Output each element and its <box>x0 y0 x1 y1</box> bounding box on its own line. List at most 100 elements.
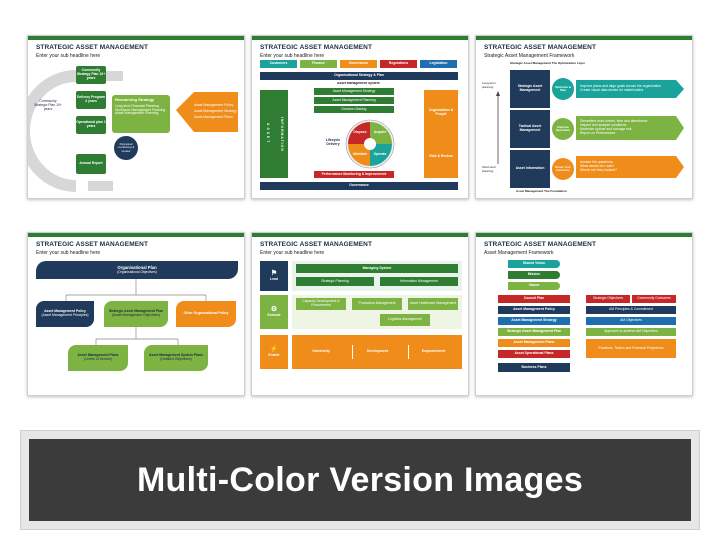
banner-text: Multi-Color Version Images <box>136 460 584 499</box>
stack-item: Asset Operational Plans <box>498 350 570 358</box>
enable-text: Enable <box>268 353 280 358</box>
bullet: Maximize uptime and manage risk <box>580 127 632 131</box>
org-plan-sub: (Organisational Objectives) <box>117 269 157 274</box>
lead-icon: ⚑ <box>270 270 278 278</box>
planning-arrow <box>496 91 500 164</box>
slide-subtitle: Enter your sub headline here <box>36 250 101 256</box>
am-plans-sub: (Levels of Service) <box>83 357 113 361</box>
bullets-1: Improve plans and align goals across the… <box>580 82 676 96</box>
bullet: Report on Performance <box>580 130 616 135</box>
bullet-arrows <box>576 80 684 178</box>
stack-item: Business Plans <box>498 363 570 372</box>
quad-operate: Operate <box>373 152 387 157</box>
layer-top: Strategic Asset Management The Optimizat… <box>510 62 585 65</box>
thumbnail-5[interactable]: STRATEGIC ASSET MANAGEMENT Enter your su… <box>251 232 469 396</box>
slide-subtitle: Enter your sub headline here <box>260 250 325 256</box>
org-plan-title: Organisational Plan <box>117 264 157 270</box>
tab-finance: Finance <box>300 60 337 68</box>
lead-label: ⚑ Lead <box>260 261 288 291</box>
side-box: AM Objectives <box>586 317 676 325</box>
circle-optimise: Optimise & Plan <box>552 78 574 100</box>
sam-plan-box: Strategic Asset Management Plan (Asset M… <box>104 301 168 327</box>
community-plan-box: Community Strategy Plan 10+ years <box>76 66 106 84</box>
lead-item: Strategic Planning <box>296 277 374 286</box>
tab-governance: Governance <box>340 60 377 68</box>
slide-title: STRATEGIC ASSET MANAGEMENT <box>36 44 149 51</box>
org-people-box: Organisation & People <box>424 90 458 135</box>
short-term-label: Short-term planning <box>482 166 497 173</box>
bullets-3: Answer the questions: What assets do I o… <box>580 158 676 176</box>
side-box: Strategic Objectives <box>586 295 630 303</box>
am-system-sub: (Detailed Objectives) <box>160 357 192 361</box>
sam-plan-sub: (Asset Management Objectives) <box>111 313 161 317</box>
asset-vertical: ASSET <box>260 90 274 178</box>
top-bar <box>28 233 244 237</box>
tab-regulations: Regulations <box>380 60 417 68</box>
side-box: Practices, Tactics and Financial Project… <box>586 339 676 358</box>
slide-heading: Asset Management Framework <box>484 250 554 256</box>
enable-item: Development <box>352 345 402 359</box>
stack-item: Asset Management Plans <box>498 339 570 347</box>
slide-subtitle: Enter your sub headline here <box>260 53 325 59</box>
enable-label: ⚡ Enable <box>260 335 288 369</box>
top-bar <box>476 233 692 237</box>
managing-system-bar: Managing System <box>296 264 458 273</box>
bullet: Improve plans and align goals across the… <box>580 84 662 89</box>
stack-item: Asset Management Policy <box>498 306 570 314</box>
stack-item: Strategic Asset Management Plan <box>498 328 570 336</box>
bullet: Answer the questions: <box>580 160 614 165</box>
bullet: Streamline work orders, time and attenda… <box>580 119 648 124</box>
org-strategy-bar: Organisational Strategy & Plan <box>260 72 458 80</box>
am-policy-box: Asset Management Policy (Asset Managemen… <box>36 301 94 327</box>
execute-text: Execute <box>267 313 281 318</box>
thumbnail-3[interactable]: STRATEGIC ASSET MANAGEMENT Strategic Ass… <box>475 35 693 199</box>
other-policy-box: Other Organisational Policy <box>176 301 236 327</box>
arrow-items: Asset Management Policy Asset Management… <box>194 96 238 128</box>
side-box: AM Principles & Commitment <box>586 306 676 314</box>
resourcing-strategy-box: Resourcing Strategy Long term Financial … <box>112 95 170 133</box>
thumbnail-1[interactable]: STRATEGIC ASSET MANAGEMENT Enter your su… <box>27 35 245 199</box>
enable-item: Empowerment <box>408 345 458 359</box>
enable-icon: ⚡ <box>269 346 279 354</box>
quad-acquire: Acquire <box>373 130 387 135</box>
orange-arrow <box>176 92 238 132</box>
thumbnail-2[interactable]: STRATEGIC ASSET MANAGEMENT Enter your su… <box>251 35 469 199</box>
banner: Multi-Color Version Images <box>20 430 700 530</box>
performance-bar: Performance Monitoring & Improvement <box>314 171 394 178</box>
lifecycle-label: Lifecycle Delivery <box>325 138 341 146</box>
am-plans-box: Asset Management Plans (Levels of Servic… <box>68 345 128 371</box>
res-item: Long term Financial Planning <box>115 103 159 108</box>
top-bar <box>252 233 468 237</box>
quad-maintain: Maintain <box>353 152 367 157</box>
ams-row: Asset Management Strategy <box>314 88 394 95</box>
thumbnail-6[interactable]: STRATEGIC ASSET MANAGEMENT Asset Managem… <box>475 232 693 396</box>
ams-label: Asset Management System <box>337 82 380 85</box>
review-circle: Perpetual monitoring & review <box>114 136 138 160</box>
arrow-item: Asset Management Strategy <box>194 109 237 114</box>
org-connectors <box>65 279 207 345</box>
slide-title: STRATEGIC ASSET MANAGEMENT <box>260 44 373 51</box>
exec-item: Capacity Development & Procurement <box>296 298 346 310</box>
res-item: Asset Management Planning <box>115 111 159 116</box>
lead-item: Information Management <box>380 277 458 286</box>
slide-subtitle: Enter your sub headline here <box>36 53 101 59</box>
exec-item: Asset Healthcare Management <box>408 298 458 310</box>
stack-item: Asset Management Strategy <box>498 317 570 325</box>
thumbnail-4[interactable]: STRATEGIC ASSET MANAGEMENT Enter your su… <box>27 232 245 396</box>
enable-panel <box>292 335 462 369</box>
stack-item: Council Plan <box>498 295 570 303</box>
other-policy-title: Other Organisational Policy <box>183 311 229 316</box>
am-system-box: Asset Management System Plans (Detailed … <box>144 345 208 371</box>
stack-item: Shared Vision <box>508 260 560 268</box>
side-box: Approach to achieve AM Objectives <box>586 328 676 336</box>
execute-label: ⚙ Execute <box>260 295 288 329</box>
slide-title: STRATEGIC ASSET MANAGEMENT <box>36 241 149 248</box>
banner-inner: Multi-Color Version Images <box>29 439 691 521</box>
top-bar <box>252 36 468 40</box>
org-plan-box: Organisational Plan (Organisational Obje… <box>36 261 238 279</box>
slide-title: STRATEGIC ASSET MANAGEMENT <box>260 241 373 248</box>
level-strategic: Strategic Asset Management <box>510 70 550 108</box>
bullet: What assets do I own? <box>580 164 615 169</box>
side-box: Community Outcomes <box>632 295 676 303</box>
